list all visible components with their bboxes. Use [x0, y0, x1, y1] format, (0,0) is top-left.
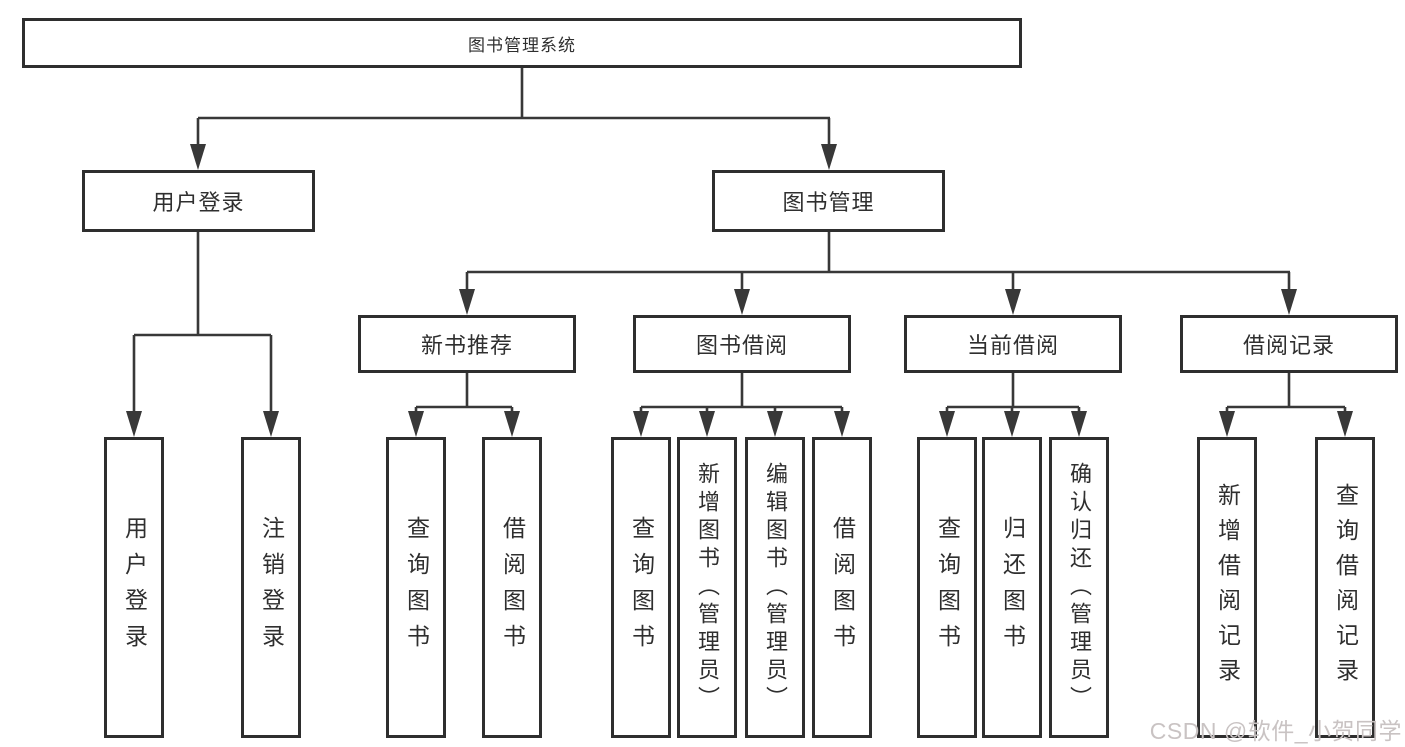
leaf-confirm-return-admin: 确认归还（管理员）: [1049, 437, 1109, 738]
leaf-add-borrow-record: 新增借阅记录: [1197, 437, 1257, 738]
node-label: 当前借阅: [966, 333, 1059, 358]
node-current-borrowing: 当前借阅: [904, 315, 1122, 373]
leaf-label: 借阅图书: [829, 515, 856, 660]
leaf-add-books-admin: 新增图书（管理员）: [677, 437, 737, 738]
leaf-label: 注销登录: [258, 515, 285, 660]
leaf-query-books-current: 查询图书: [917, 437, 977, 738]
leaf-label: 新增图书（管理员）: [695, 461, 720, 714]
leaf-borrow-books-recommend: 借阅图书: [482, 437, 542, 738]
leaf-label: 查询图书: [403, 515, 430, 660]
node-label: 用户登录: [152, 190, 245, 215]
node-label: 借阅记录: [1242, 333, 1335, 358]
leaf-label: 用户登录: [121, 515, 148, 660]
leaf-label: 查询图书: [628, 515, 655, 660]
leaf-query-books-borrow: 查询图书: [611, 437, 671, 738]
node-book-management: 图书管理: [712, 170, 945, 232]
node-book-borrowing: 图书借阅: [633, 315, 851, 373]
leaf-label: 借阅图书: [499, 515, 526, 660]
node-library-management-system: 图书管理系统: [22, 18, 1022, 68]
node-new-book-recommendation: 新书推荐: [358, 315, 576, 373]
leaf-query-books-recommend: 查询图书: [386, 437, 446, 738]
leaf-label: 新增借阅记录: [1214, 482, 1241, 693]
leaf-logout: 注销登录: [241, 437, 301, 738]
node-label: 新书推荐: [420, 333, 513, 358]
leaf-label: 编辑图书（管理员）: [763, 461, 788, 714]
leaf-query-borrow-record: 查询借阅记录: [1315, 437, 1375, 738]
leaf-label: 查询借阅记录: [1332, 482, 1359, 693]
node-borrowing-records: 借阅记录: [1180, 315, 1398, 373]
arrowheads: [126, 144, 1353, 437]
leaf-borrow-books: 借阅图书: [812, 437, 872, 738]
leaf-label: 归还图书: [999, 515, 1026, 660]
leaf-return-books: 归还图书: [982, 437, 1042, 738]
node-label: 图书借阅: [695, 333, 788, 358]
leaf-label: 查询图书: [934, 515, 961, 660]
leaf-label: 确认归还（管理员）: [1067, 461, 1092, 714]
leaf-edit-books-admin: 编辑图书（管理员）: [745, 437, 805, 738]
node-label: 图书管理系统: [468, 35, 576, 55]
leaf-user-login: 用户登录: [104, 437, 164, 738]
node-user-login: 用户登录: [82, 170, 315, 232]
node-label: 图书管理: [782, 190, 875, 215]
